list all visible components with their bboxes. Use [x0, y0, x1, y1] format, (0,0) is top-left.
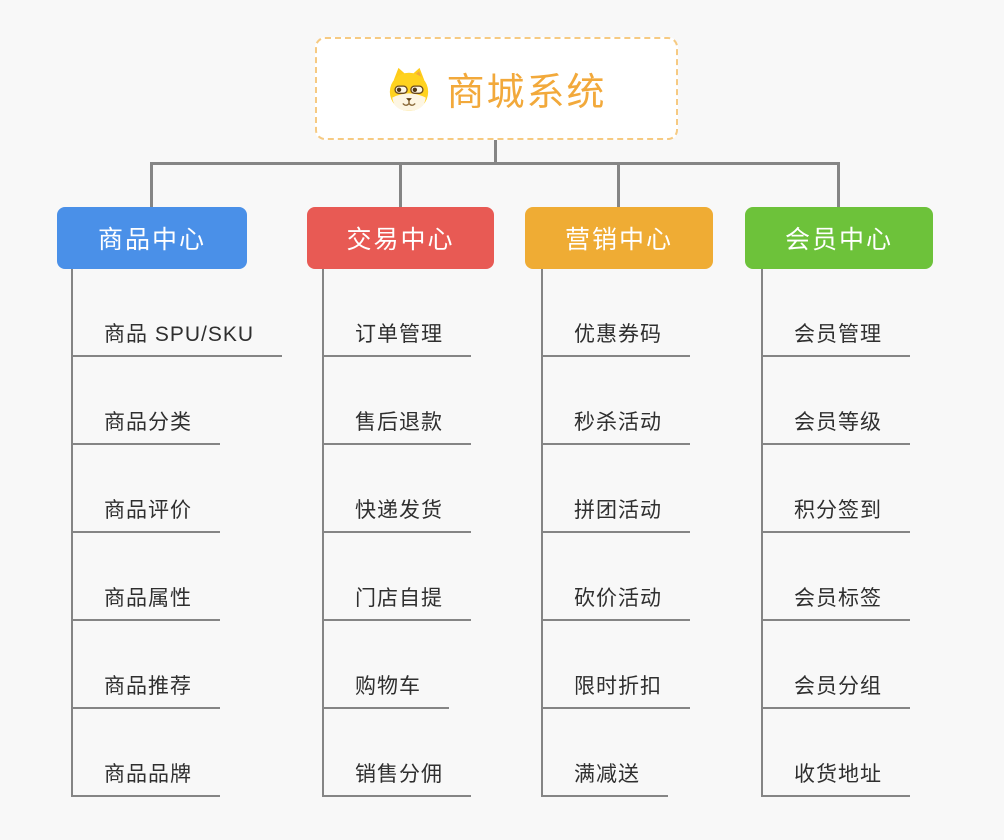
leaf-node[interactable]: 快递发货 — [324, 445, 471, 533]
leaf-node[interactable]: 商品分类 — [73, 357, 220, 445]
connector-drop-product — [150, 162, 153, 208]
branch-label: 交易中心 — [346, 226, 455, 254]
leaf-node[interactable]: 商品 SPU/SKU — [73, 269, 283, 357]
root-title: 商城系统 — [446, 72, 607, 114]
branch-product-center[interactable]: 商品中心 — [57, 207, 247, 269]
connector-horizontal-bar — [150, 162, 840, 165]
leaf-node[interactable]: 限时折扣 — [543, 621, 690, 709]
leaf-node[interactable]: 订单管理 — [324, 269, 471, 357]
connector-root-stub — [494, 140, 497, 165]
branch-member-center[interactable]: 会员中心 — [745, 207, 933, 269]
connector-drop-member — [837, 162, 840, 208]
leaf-node[interactable]: 收货地址 — [763, 709, 910, 797]
leaf-node[interactable]: 会员管理 — [763, 269, 910, 357]
leaf-node[interactable]: 会员等级 — [763, 357, 910, 445]
leaf-node[interactable]: 销售分佣 — [324, 709, 471, 797]
branch-label: 营销中心 — [564, 226, 673, 254]
root-node-mall-system[interactable]: 商城系统 — [315, 37, 678, 140]
leaf-node[interactable]: 积分签到 — [763, 445, 910, 533]
leaf-node[interactable]: 秒杀活动 — [543, 357, 690, 445]
leaf-node[interactable]: 商品评价 — [73, 445, 220, 533]
branch-label: 会员中心 — [784, 226, 893, 254]
leaf-node[interactable]: 购物车 — [324, 621, 449, 709]
children-column-product: 商品 SPU/SKU 商品分类 商品评价 商品属性 商品推荐 商品品牌 — [71, 269, 283, 797]
leaf-node[interactable]: 商品品牌 — [73, 709, 220, 797]
leaf-node[interactable]: 优惠券码 — [543, 269, 690, 357]
leaf-node[interactable]: 会员标签 — [763, 533, 910, 621]
children-column-trade: 订单管理 售后退款 快递发货 门店自提 购物车 销售分佣 — [322, 269, 471, 797]
leaf-node[interactable]: 门店自提 — [324, 533, 471, 621]
leaf-node[interactable]: 商品推荐 — [73, 621, 220, 709]
connector-drop-marketing — [617, 162, 620, 208]
leaf-node[interactable]: 会员分组 — [763, 621, 910, 709]
branch-trade-center[interactable]: 交易中心 — [307, 207, 494, 269]
branch-label: 商品中心 — [97, 226, 206, 254]
leaf-node[interactable]: 拼团活动 — [543, 445, 690, 533]
leaf-node[interactable]: 砍价活动 — [543, 533, 690, 621]
leaf-node[interactable]: 满减送 — [543, 709, 668, 797]
connector-drop-trade — [399, 162, 402, 208]
dog-face-icon — [390, 67, 429, 111]
leaf-node[interactable]: 售后退款 — [324, 357, 471, 445]
children-column-marketing: 优惠券码 秒杀活动 拼团活动 砍价活动 限时折扣 满减送 — [541, 269, 690, 797]
leaf-node[interactable]: 商品属性 — [73, 533, 220, 621]
children-column-member: 会员管理 会员等级 积分签到 会员标签 会员分组 收货地址 — [761, 269, 910, 797]
branch-marketing-center[interactable]: 营销中心 — [525, 207, 713, 269]
